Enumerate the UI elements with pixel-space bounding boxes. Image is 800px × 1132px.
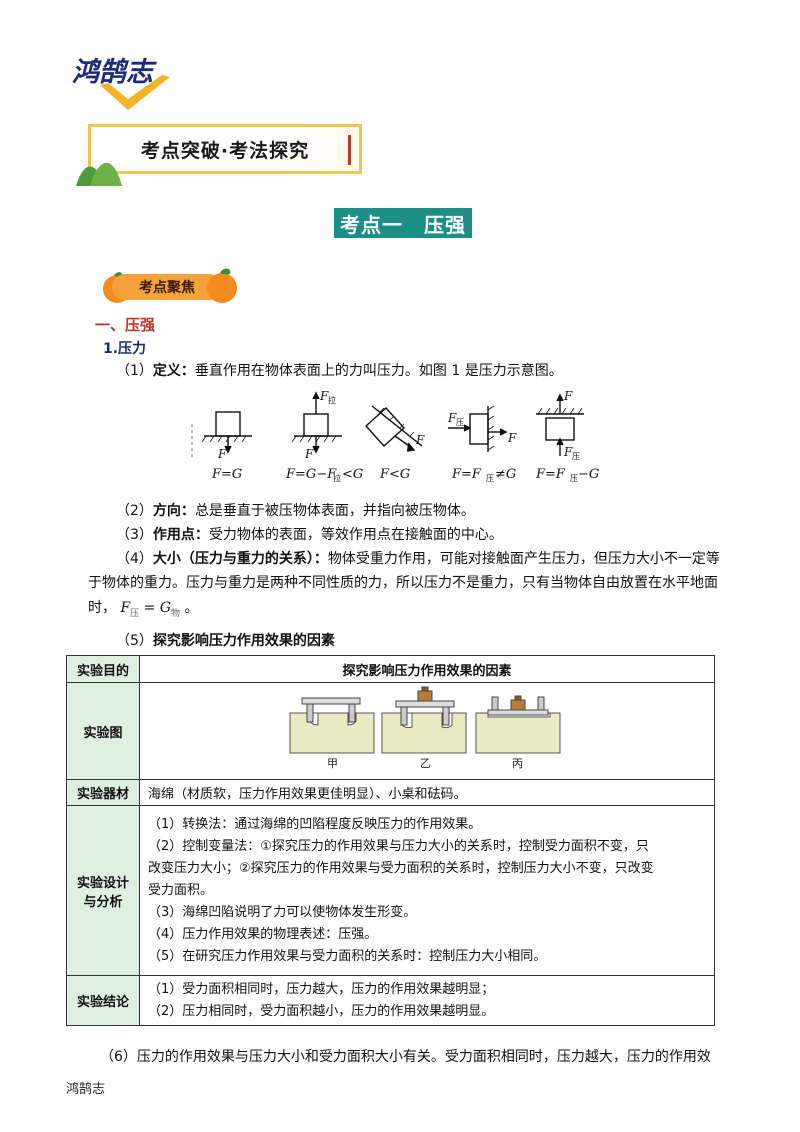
heading-pressure: 一、压强: [95, 316, 156, 334]
formula-force-equals-weight: F压 = G物: [120, 600, 181, 619]
formula-3: F<G: [379, 467, 410, 482]
caption-bing: 丙: [512, 757, 523, 770]
heading-pressure-force: 1.压力: [103, 341, 147, 357]
table-label-design: 实验设计 与分析: [66, 805, 140, 976]
table-design-content: （1）转换法：通过海绵的凹陷程度反映压力的作用效果。 （2）控制变量法：①探究压…: [139, 805, 715, 976]
table-purpose-content: 探究影响压力作用效果的因素: [139, 655, 715, 683]
formula-1: F=G: [211, 467, 242, 482]
table-label-figure: 实验图: [66, 682, 140, 780]
chapter-banner: 考点突破·考法探究: [76, 120, 368, 186]
experiment-figure: 甲 乙 丙: [289, 686, 561, 770]
force-label-2: F: [304, 447, 314, 461]
caption-yi: 乙: [420, 757, 431, 770]
paragraph-direction: （2）方向：总是垂直于被压物体表面，并指向被压物体。: [116, 503, 475, 519]
force-label-1: F: [217, 447, 227, 461]
paragraph-explore-title: （5）探究影响压力作用效果的因素: [116, 633, 335, 649]
force-label-4: F: [447, 411, 457, 425]
banner-frame: 考点突破·考法探究: [88, 124, 362, 174]
svg-text:拉: 拉: [328, 395, 336, 405]
formula-2b: <G: [342, 467, 363, 482]
svg-text:压: 压: [570, 474, 578, 483]
paragraph-definition: （1）定义：垂直作用在物体表面上的力叫压力。如图 1 是压力示意图。: [116, 363, 563, 379]
table-label-equipment: 实验器材: [66, 779, 140, 806]
svg-text:拉: 拉: [333, 473, 341, 483]
formula-5b: −G: [578, 467, 599, 482]
table-label-purpose: 实验目的: [66, 655, 140, 683]
pressure-diagram-figure: F F F 拉 F F 压 F F F 压 F=G F=G−F 拉 <G F<G…: [190, 388, 600, 486]
orange-right-icon: [207, 268, 237, 303]
experiment-figure-cell: 甲 乙 丙: [139, 682, 715, 780]
table-row: 实验结论 （1）受力面积相同时，压力越大，压力的作用效果越明显； （2）压力相同…: [66, 975, 715, 1026]
focus-badge-label: 考点聚焦: [112, 274, 222, 300]
formula-4b: ≠G: [495, 467, 516, 482]
table-equipment-content: 海绵（材质软，压力作用效果更佳明显）、小桌和砝码。: [139, 779, 715, 806]
table-label-conclusion: 实验结论: [66, 975, 140, 1026]
formula-2a: F=G−F: [285, 467, 337, 482]
force-label-3: F: [415, 433, 425, 447]
table-row: 实验图 甲 乙: [66, 682, 715, 780]
paragraph-magnitude-line3: 时， F压 = G物 。: [88, 600, 199, 619]
focus-badge: 考点聚焦: [100, 264, 240, 308]
paragraph-application-point: （3）作用点：受力物体的表面，等效作用点在接触面的中心。: [116, 527, 503, 543]
table-conclusion-content: （1）受力面积相同时，压力越大，压力的作用效果越明显； （2）压力相同时，受力面…: [139, 975, 715, 1026]
table-row: 实验设计 与分析 （1）转换法：通过海绵的凹陷程度反映压力的作用效果。 （2）控…: [66, 805, 715, 976]
paragraph-magnitude-line1: （4）大小（压力与重力的关系）：物体受重力作用，可能对接触面产生压力，但压力大小…: [116, 551, 720, 567]
logo-chevron-icon: 鸿鹄志: [72, 57, 170, 110]
table-row: 实验目的 探究影响压力作用效果的因素: [66, 655, 715, 683]
banner-title: 考点突破·考法探究: [140, 139, 310, 162]
page-footer: 鸿鹄志: [66, 1082, 106, 1097]
paragraph-magnitude-line2: 于物体的重力。压力与重力是两种不同性质的力，所以压力不是重力，只有当物体自由放置…: [88, 575, 718, 591]
experiment-table: 实验目的 探究影响压力作用效果的因素 实验图 甲: [66, 655, 715, 1026]
svg-text:压: 压: [486, 474, 494, 483]
hills-icon: [76, 162, 122, 186]
brand-logo: 鸿鹄志: [70, 55, 188, 113]
svg-text:压: 压: [456, 418, 464, 427]
table-row: 实验器材 海绵（材质软，压力作用效果更佳明显）、小桌和砝码。: [66, 779, 715, 806]
paragraph-effect-summary: （6）压力的作用效果与压力大小和受力面积大小有关。受力面积相同时，压力越大，压力…: [100, 1049, 711, 1065]
caption-jia: 甲: [327, 757, 338, 770]
svg-text:F: F: [563, 389, 573, 403]
banner-accent-bar: [348, 135, 351, 165]
formula-5a: F=F: [535, 467, 566, 482]
svg-text:F: F: [563, 445, 573, 459]
svg-text:压: 压: [572, 452, 580, 461]
svg-text:F: F: [507, 431, 517, 445]
formula-4a: F=F: [451, 467, 482, 482]
force-label-la: F: [319, 389, 329, 403]
section-title: 考点一 压强: [334, 208, 472, 238]
logo-text: 鸿鹄志: [72, 57, 157, 88]
